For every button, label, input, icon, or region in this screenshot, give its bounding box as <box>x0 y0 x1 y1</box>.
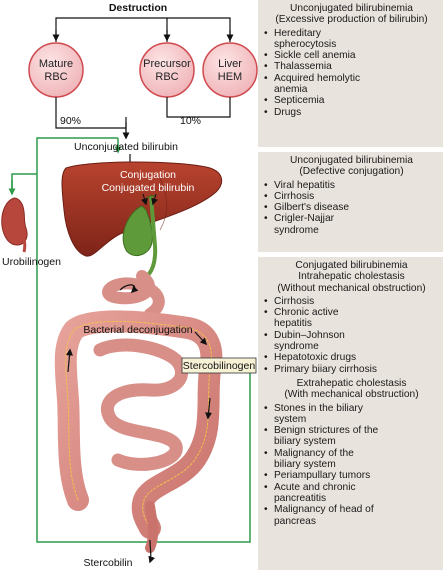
flow-arrow-transverse <box>194 331 208 346</box>
bile-arrow-2 <box>151 193 158 206</box>
panel-defective-conjugation: Unconjugated bilirubinemia (Defective co… <box>258 152 443 252</box>
panel-subheading-line: Extrahepatic cholestasis <box>296 377 407 389</box>
liver-hem-label-line2: HEM <box>218 71 242 83</box>
urobilinogen-label: Urobilinogen <box>2 256 61 268</box>
panel-heading-line: (Without mechanical obstruction) <box>277 282 426 294</box>
percent-10-label: 10% <box>180 115 201 127</box>
mature-rbc-node: Mature RBC <box>28 42 84 98</box>
list-item: Primary biiary cirrhosis <box>264 364 439 376</box>
list-item: Viral hepatitis <box>264 180 439 192</box>
list-item: Sickle cell anemia <box>264 50 439 62</box>
flow-arrow-duodenum <box>119 284 139 294</box>
precursor-rbc-label-line1: Precursor <box>143 58 191 70</box>
panel-subheading: Extrahepatic cholestasis (With mechanica… <box>264 378 439 401</box>
mature-rbc-label-line2: RBC <box>44 71 67 83</box>
stercobilin-arrow <box>148 539 156 564</box>
panel-heading-line: Intrahepatic cholestasis <box>298 271 405 283</box>
panel-heading-line: (Excessive production of bilirubin) <box>275 14 428 26</box>
precursor-rbc-node: Precursor RBC <box>139 42 195 98</box>
list-item: Periampullary tumors <box>264 470 439 482</box>
list-item: Gilbert's disease <box>264 202 439 214</box>
panel-heading-line: Unconjugated bilirubinemia <box>290 3 413 14</box>
panel-conjugated-bilirubinemia: Conjugated bilirubinemia Intrahepatic ch… <box>258 257 443 570</box>
liver-hem-label-line1: Liver <box>218 58 242 70</box>
precursor-rbc-label-line2: RBC <box>155 71 178 83</box>
destruction-connector <box>55 17 231 42</box>
flow-arrow-descending <box>205 397 213 420</box>
bacterial-deconjugation-label: Bacterial deconjugation <box>83 324 192 336</box>
liver-hem-node: Liver HEM <box>202 42 258 98</box>
stercobilinogen-box <box>181 357 257 374</box>
cause-list: Viral hepatitis Cirrhosis Gilbert's dise… <box>264 180 439 236</box>
stercobilin-label: Stercobilin <box>83 557 132 569</box>
destruction-label: Destruction <box>109 2 167 14</box>
conjugated-bilirubin-label: Conjugated bilirubin <box>102 182 195 194</box>
intestine-illustration <box>54 270 223 553</box>
list-item: Hepatotoxic drugs <box>264 352 439 364</box>
panel-heading-line: Unconjugated bilirubinemia <box>290 155 413 166</box>
panel-heading: Conjugated bilirubinemia Intrahepatic ch… <box>264 260 439 294</box>
panel-subheading-line: (With mechanical obstruction) <box>284 389 419 401</box>
panel-excessive-production: Unconjugated bilirubinemia (Excessive pr… <box>258 0 443 147</box>
flow-arrow-ascending <box>66 348 73 373</box>
kidney-illustration <box>1 197 28 253</box>
list-item: Cirrhosis <box>264 191 439 203</box>
list-item: Thalassemia <box>264 61 439 73</box>
mature-rbc-label-line1: Mature <box>39 58 73 70</box>
stercobilinogen-label: Stercobilinogen <box>183 360 256 372</box>
percent-90-label: 90% <box>60 115 81 127</box>
bile-arrow-1 <box>141 193 148 206</box>
conjugation-label: Conjugation <box>120 169 176 181</box>
panel-heading-line: Conjugated bilirubinemia <box>295 260 408 271</box>
panel-heading: Unconjugated bilirubinemia (Defective co… <box>264 155 439 178</box>
panel-heading: Unconjugated bilirubinemia (Excessive pr… <box>264 3 439 26</box>
list-item: Drugs <box>264 107 439 119</box>
bilirubin-production-lines <box>55 97 231 134</box>
panel-heading-line: (Defective conjugation) <box>299 166 404 178</box>
list-item: Septicemia <box>264 95 439 107</box>
list-item: Cirrhosis <box>264 296 439 308</box>
unconjugated-bilirubin-label: Unconjugated bilirubin <box>74 141 178 153</box>
